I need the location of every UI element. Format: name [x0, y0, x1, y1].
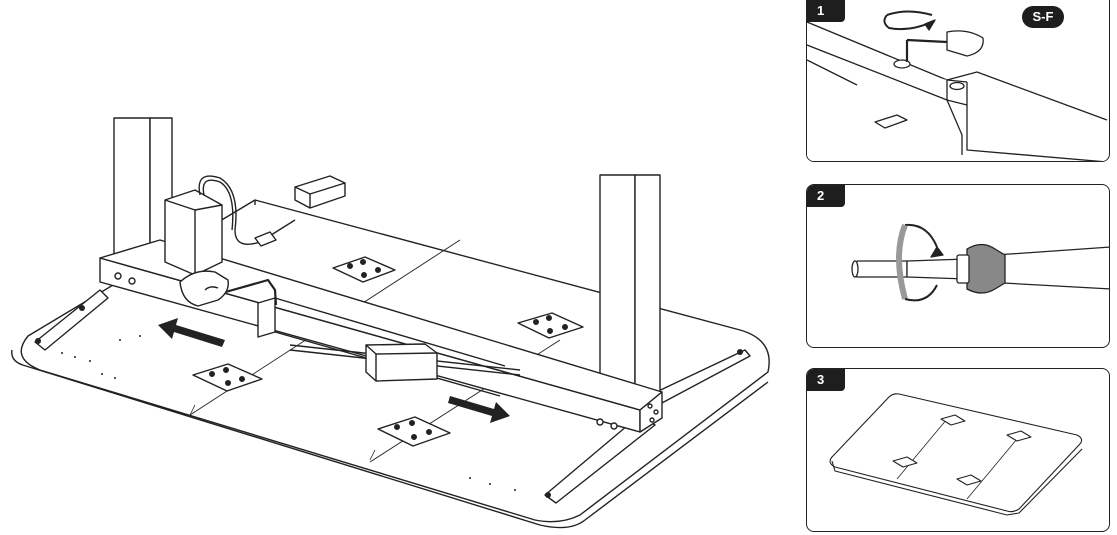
- hex-key: [221, 278, 278, 306]
- tabletop-bolts: [35, 305, 743, 498]
- desk-assembly-illustration: [11, 117, 770, 529]
- right-leg: [599, 174, 661, 413]
- step-3-badge: 3: [807, 369, 845, 391]
- left-leg: [113, 117, 173, 271]
- mounting-plate-3: [192, 363, 263, 392]
- step-3-illustration: [829, 393, 1083, 516]
- step-1-badge: 1: [807, 0, 845, 22]
- tool-size-badge: S-F: [1022, 6, 1064, 28]
- step-2-badge: 2: [807, 185, 845, 207]
- step-2-illustration: [851, 223, 1109, 302]
- step-2-panel: 2: [806, 184, 1110, 348]
- step-1-panel: 1: [806, 0, 1110, 162]
- step-3-panel: 3: [806, 368, 1110, 532]
- hand: [179, 270, 229, 307]
- arrow-left: [158, 318, 225, 347]
- mounting-plate-4: [377, 416, 451, 447]
- power-adapter: [254, 175, 346, 247]
- pilot-holes: [61, 335, 516, 491]
- arrow-right: [448, 396, 510, 423]
- step-1-illustration: [807, 10, 1108, 161]
- left-foot: [34, 289, 109, 351]
- motor-cable: [198, 175, 296, 245]
- mounting-plate-1: [332, 256, 396, 283]
- control-box: [365, 343, 438, 382]
- mounting-plate-2: [517, 312, 584, 339]
- motor-housing: [164, 189, 223, 276]
